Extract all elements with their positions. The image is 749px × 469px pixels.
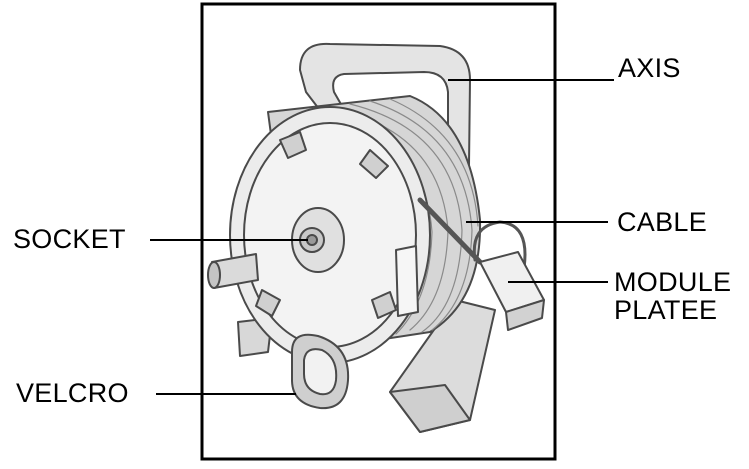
label-velcro: VELCRO [16, 378, 129, 408]
label-module-line2: PLATEE [614, 295, 718, 325]
label-axis: AXIS [618, 53, 681, 83]
base-foot-right-front [389, 384, 471, 433]
module-plate-side [505, 299, 545, 331]
leader-lines [150, 79, 614, 395]
flange-cutout [371, 291, 397, 319]
label-socket: SOCKET [13, 224, 126, 254]
velcro-strap-inner [303, 348, 338, 396]
flange-cutout [279, 131, 307, 159]
crank-handle-end [207, 261, 221, 289]
flange-cutout [359, 149, 389, 179]
info-plate [395, 245, 419, 317]
label-cable: CABLE [617, 207, 708, 237]
cable-reel-drawing [207, 42, 545, 433]
picture-frame [200, 2, 557, 461]
label-module-line1: MODULE [614, 267, 732, 297]
cable-strand [417, 197, 483, 265]
flange-cutout [255, 289, 281, 317]
socket-connector-core [306, 234, 318, 246]
label-module-plate: MODULE PLATEE [614, 268, 731, 324]
